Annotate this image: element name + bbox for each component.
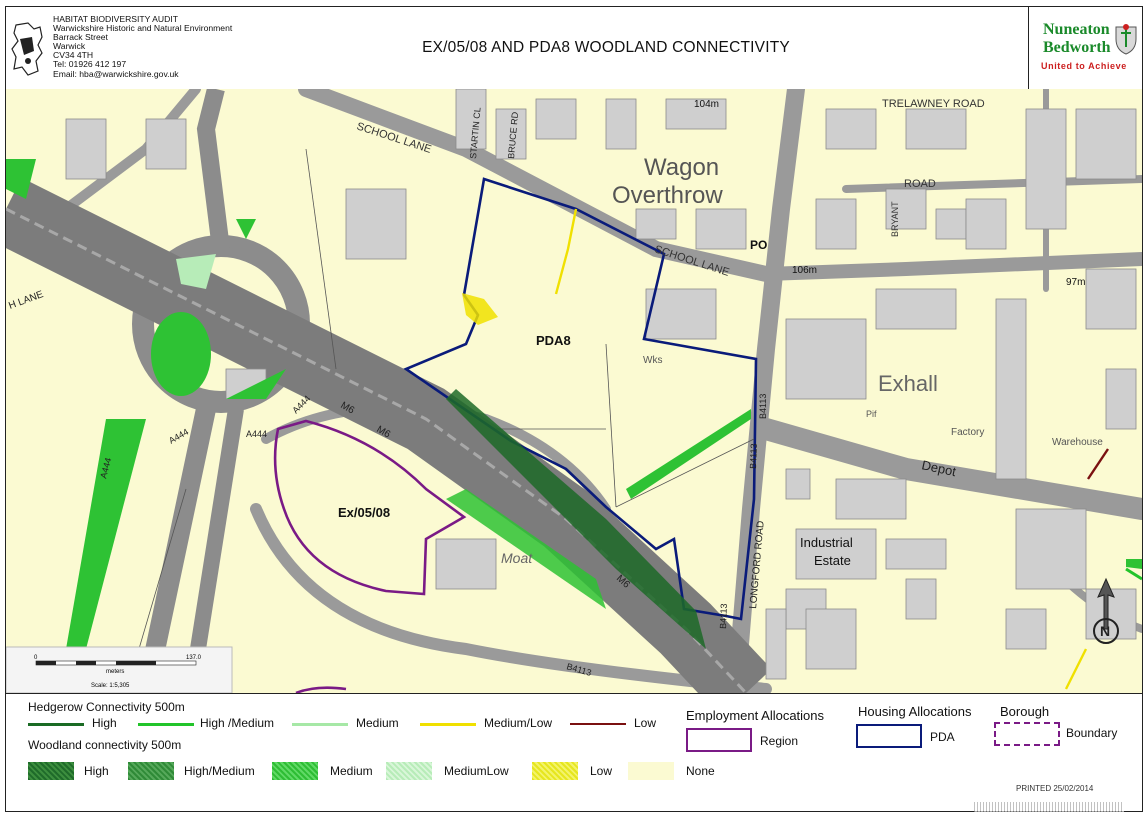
- scale-zero: 0: [34, 655, 38, 661]
- ex0508-boundary[interactable]: [273, 419, 467, 596]
- legend-hedgerow-high-medium-line: [138, 723, 194, 726]
- legend-hedgerow-high-medium-label: High /Medium: [200, 716, 275, 730]
- copyright-fineprint: [974, 802, 1124, 812]
- legend-woodland-none-label: None: [686, 764, 715, 778]
- label-po: PO: [750, 238, 767, 252]
- legend-employment-label: Region: [760, 734, 799, 748]
- label-depot: Depot: [920, 457, 957, 479]
- org-email: Email: hba@warwickshire.gov.uk: [53, 68, 179, 79]
- org-line: Tel: 01926 412 197: [53, 59, 127, 70]
- legend-hedgerow-medium-line: [292, 723, 348, 726]
- legend-woodland-none-swatch: [628, 762, 674, 780]
- legend-woodland-medium-low-swatch: [386, 762, 432, 780]
- legend-woodland-low-label: Low: [590, 764, 613, 778]
- north-arrow-icon: N: [1093, 577, 1119, 644]
- org-line: HABITAT BIODIVERSITY AUDIT: [53, 14, 178, 24]
- scale-bar: 0 137.0 meters Scale: 1:5,305: [6, 646, 233, 693]
- label-pda8: PDA8: [536, 333, 571, 348]
- label-104m: 104m: [694, 99, 719, 110]
- label-wagon: Wagon: [644, 154, 719, 181]
- label-exhall: Exhall: [878, 371, 938, 396]
- label-bruce-rd: BRUCE RD: [506, 111, 520, 159]
- pda8-boundary[interactable]: [403, 177, 758, 621]
- org-line: Warwick: [53, 41, 86, 52]
- legend-employment-swatch: [686, 728, 752, 752]
- printed-date: PRINTED 25/02/2014: [1016, 784, 1094, 793]
- label-trelawney-road: TRELAWNEY ROAD: [882, 98, 985, 110]
- label-wks: Wks: [643, 355, 662, 366]
- org-block: HABITAT BIODIVERSITY AUDIT Warwickshire …: [6, 7, 396, 89]
- label-startin-cl: STARTIN CL: [468, 107, 482, 159]
- council-name-line-2: Bedworth: [1043, 39, 1111, 56]
- map-sheet: HABITAT BIODIVERSITY AUDIT Warwickshire …: [5, 6, 1143, 812]
- council-crest-icon: [1115, 24, 1137, 55]
- legend-hedgerow-medium-label: Medium: [356, 716, 399, 730]
- label-moat: Moat: [501, 550, 533, 566]
- council-name-line-1: Nuneaton: [1043, 21, 1110, 38]
- label-b4113-3: B4113: [718, 603, 729, 629]
- label-bryant: BRYANT: [890, 201, 900, 237]
- label-ex0508: Ex/05/08: [338, 505, 390, 520]
- council-motto: United to Achieve: [1041, 61, 1127, 71]
- legend: Hedgerow Connectivity 500m High High /Me…: [6, 694, 1142, 812]
- label-industrial: Industrial: [800, 535, 853, 550]
- legend-housing-title: Housing Allocations: [858, 704, 972, 719]
- scale-max: 137.0: [186, 655, 202, 661]
- label-a444-2: A444: [246, 429, 267, 439]
- label-97m: 97m: [1066, 277, 1085, 288]
- legend-hedgerow-medium-low-label: Medium/Low: [484, 716, 553, 730]
- legend-woodland-low-swatch: [532, 762, 578, 780]
- scale-ratio: Scale: 1:5,305: [91, 683, 130, 689]
- header: HABITAT BIODIVERSITY AUDIT Warwickshire …: [6, 7, 1142, 90]
- legend-woodland-high-medium-swatch: [128, 762, 174, 780]
- woodland-connectivity: [6, 159, 1142, 649]
- legend-housing-label: PDA: [930, 730, 955, 744]
- legend-hedgerow-low-line: [570, 723, 626, 725]
- legend-hedgerow-title: Hedgerow Connectivity 500m: [28, 700, 185, 714]
- legend-woodland-high-swatch: [28, 762, 74, 780]
- label-b4113-2: B4113: [748, 443, 759, 469]
- org-address: HABITAT BIODIVERSITY AUDIT Warwickshire …: [53, 14, 233, 79]
- woodland-low-patch: [462, 293, 498, 325]
- svg-text:N: N: [1100, 623, 1110, 639]
- map-canvas[interactable]: SCHOOL LANE SCHOOL LANE TRELAWNEY ROAD R…: [6, 89, 1142, 693]
- label-overthrow: Overthrow: [612, 182, 723, 209]
- legend-borough-swatch: [994, 722, 1060, 746]
- legend-hedgerow-low-label: Low: [634, 716, 657, 730]
- legend-housing-swatch: [856, 724, 922, 748]
- legend-woodland-high-medium-label: High/Medium: [184, 764, 255, 778]
- label-factory: Factory: [951, 427, 984, 438]
- legend-woodland-medium-label: Medium: [330, 764, 373, 778]
- legend-employment-title: Employment Allocations: [686, 708, 825, 723]
- org-line: Barrack Street: [53, 32, 108, 43]
- legend-hedgerow-high-line: [28, 723, 84, 726]
- hedgerow-low: [1087, 448, 1109, 480]
- scale-unit: meters: [106, 669, 124, 675]
- label-106m: 106m: [792, 265, 817, 276]
- label-warehouse: Warehouse: [1052, 437, 1103, 448]
- legend-woodland-medium-low-label: MediumLow: [444, 764, 509, 778]
- hedgerow-medium-low: [554, 208, 578, 295]
- label-b4113-1: B4113: [758, 394, 768, 419]
- warwickshire-county-icon: [11, 22, 43, 76]
- label-road: ROAD: [904, 178, 936, 190]
- legend-hedgerow-medium-low-line: [420, 723, 476, 726]
- legend-hedgerow-high-label: High: [92, 716, 117, 730]
- legend-woodland-title: Woodland connectivity 500m: [28, 738, 182, 752]
- label-pif: Pif: [866, 409, 877, 419]
- org-line: CV34 4TH: [53, 50, 94, 61]
- label-estate: Estate: [814, 553, 851, 568]
- org-line: Warwickshire Historic and Natural Enviro…: [53, 23, 233, 34]
- map-view[interactable]: SCHOOL LANE SCHOOL LANE TRELAWNEY ROAD R…: [6, 89, 1142, 694]
- council-logo: Nuneaton Bedworth United to Achieve: [1028, 7, 1143, 89]
- map-title: EX/05/08 AND PDA8 WOODLAND CONNECTIVITY: [422, 39, 790, 56]
- legend-woodland-medium-swatch: [272, 762, 318, 780]
- legend-borough-title: Borough: [1000, 704, 1050, 719]
- legend-woodland-high-label: High: [84, 764, 109, 778]
- legend-borough-label: Boundary: [1066, 726, 1118, 740]
